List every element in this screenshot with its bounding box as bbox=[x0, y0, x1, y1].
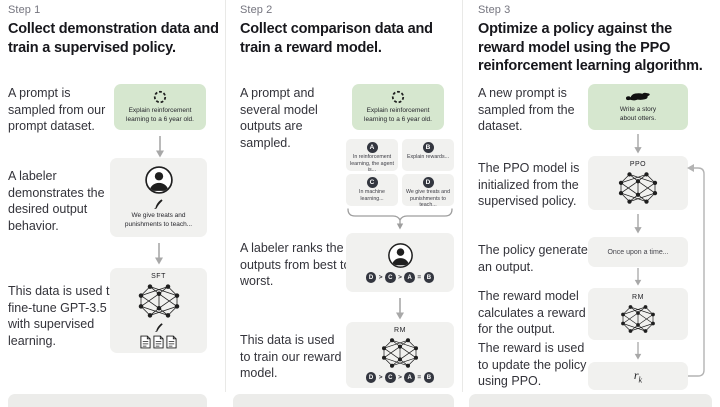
step2-heading: Collect comparison data and train a rewa… bbox=[240, 21, 433, 56]
step3-reward-card: rk bbox=[588, 362, 688, 390]
step2-rank-note: A labeler ranks the outputs from best to… bbox=[240, 241, 351, 288]
document-stack-icon bbox=[140, 335, 177, 349]
rank-separator: > bbox=[378, 274, 383, 281]
rm-label: RM bbox=[632, 294, 644, 301]
step2-prompt-card: Explain reinforcement learning to a 6 ye… bbox=[352, 84, 444, 130]
rank-separator: = bbox=[417, 374, 422, 381]
step1-label: Step 1 bbox=[8, 4, 41, 16]
column-divider-2 bbox=[462, 0, 463, 392]
step1-prompt-note: A prompt is sampled from our prompt data… bbox=[8, 86, 106, 133]
step3-prompt-note: A new prompt is sampled from the dataset… bbox=[478, 86, 575, 133]
labeler-icon bbox=[387, 242, 414, 269]
down-arrow-icon bbox=[633, 214, 643, 234]
rank-badge: D bbox=[365, 372, 377, 383]
output-caption: In machine learning... bbox=[359, 189, 385, 202]
output-letter-badge: A bbox=[366, 142, 378, 153]
otter-icon bbox=[625, 90, 651, 103]
step3-output-caption: Once upon a time... bbox=[607, 248, 669, 256]
document-icon bbox=[140, 335, 151, 349]
column3-bottom-card-edge bbox=[469, 394, 712, 407]
down-arrow-icon bbox=[154, 243, 164, 265]
rank-separator: = bbox=[417, 274, 422, 281]
output-letter-badge: D bbox=[422, 177, 434, 188]
step1-prompt-card: Explain reinforcement learning to a 6 ye… bbox=[114, 84, 206, 130]
step2-labeler-card: D > C > A = B bbox=[346, 233, 454, 292]
output-card-c: C In machine learning... bbox=[346, 174, 398, 206]
step2-rm-card: RM D > C > A = B bbox=[346, 322, 454, 388]
output-caption: In reinforcement learning, the agent is.… bbox=[350, 154, 394, 174]
step1-labeler-caption: We give treats and punishments to teach.… bbox=[124, 212, 193, 228]
neural-network-icon bbox=[136, 283, 182, 319]
step2-rm-note: This data is used to train our reward mo… bbox=[240, 333, 342, 380]
step1-heading: Collect demonstration data and train a s… bbox=[8, 21, 219, 56]
step2-label: Step 2 bbox=[240, 4, 273, 16]
down-arrow-icon bbox=[155, 136, 165, 158]
step3-prompt-card: Write a story about otters. bbox=[588, 84, 688, 130]
step1-sft-card: SFT bbox=[110, 268, 207, 353]
rank-separator: > bbox=[398, 374, 402, 381]
document-icon bbox=[166, 335, 177, 349]
rank-badge: A bbox=[404, 372, 415, 383]
step3-prompt-caption: Write a story about otters. bbox=[619, 106, 657, 122]
rank-separator: > bbox=[378, 374, 383, 381]
pen-icon bbox=[153, 198, 164, 209]
step2-prompt-caption: Explain reinforcement learning to a 6 ye… bbox=[364, 106, 432, 123]
down-arrow-icon bbox=[633, 268, 643, 286]
neural-network-icon bbox=[618, 304, 658, 334]
feedback-arrow-icon bbox=[687, 164, 705, 377]
output-card-b: B Explain rewards... bbox=[402, 139, 454, 171]
output-caption: We give treats and punishments to teach.… bbox=[405, 189, 451, 209]
down-arrow-icon bbox=[395, 298, 405, 320]
step1-sft-note: This data is used to fine-tune GPT-3.5 w… bbox=[8, 284, 117, 348]
sft-label: SFT bbox=[151, 272, 166, 280]
reward-value: rk bbox=[633, 367, 643, 385]
output-caption: Explain rewards... bbox=[406, 154, 450, 160]
step3-heading: Optimize a policy against the reward mod… bbox=[478, 21, 703, 75]
step1-labeler-card: We give treats and punishments to teach.… bbox=[110, 158, 207, 237]
rank-badge: C bbox=[385, 372, 396, 383]
column1-bottom-card-edge bbox=[8, 394, 207, 407]
column-divider-1 bbox=[225, 0, 226, 392]
rank-badge: B bbox=[423, 272, 435, 283]
curly-brace-icon bbox=[347, 208, 453, 230]
rank-badge: D bbox=[365, 272, 377, 283]
rank-badge: C bbox=[385, 272, 396, 283]
step3-output-note: The policy generates an output. bbox=[478, 243, 595, 274]
step3-rm-card: RM bbox=[588, 288, 688, 340]
rank-badge: B bbox=[423, 372, 435, 383]
step1-labeler-note: A labeler demonstrates the desired outpu… bbox=[8, 169, 105, 233]
ppo-label: PPO bbox=[629, 161, 647, 168]
step3-output-card: Once upon a time... bbox=[588, 237, 688, 267]
pen-icon bbox=[154, 322, 164, 332]
ranking-row: D > C > A = B bbox=[365, 272, 435, 283]
output-card-d: D We give treats and punishments to teac… bbox=[402, 174, 454, 209]
rank-badge: A bbox=[404, 272, 415, 283]
step3-rm-note: The reward model calculates a reward for… bbox=[478, 289, 586, 336]
down-arrow-icon bbox=[633, 342, 643, 360]
resample-icon bbox=[153, 90, 167, 104]
neural-network-icon bbox=[379, 337, 421, 369]
neural-network-icon bbox=[616, 171, 660, 205]
rank-separator: > bbox=[398, 274, 402, 281]
output-letter-badge: B bbox=[422, 142, 434, 153]
step3-reward-note: The reward is used to update the policy … bbox=[478, 341, 587, 388]
down-arrow-icon bbox=[633, 134, 643, 154]
step3-ppo-card: PPO bbox=[588, 156, 688, 210]
labeler-icon bbox=[144, 165, 174, 195]
step3-label: Step 3 bbox=[478, 4, 511, 16]
step3-ppo-note: The PPO model is initialized from the su… bbox=[478, 161, 580, 208]
column2-bottom-card-edge bbox=[233, 394, 454, 407]
document-icon bbox=[153, 335, 164, 349]
rm-label: RM bbox=[394, 327, 406, 335]
output-letter-badge: C bbox=[366, 177, 378, 188]
output-card-a: A In reinforcement learning, the agent i… bbox=[346, 139, 398, 174]
step1-prompt-caption: Explain reinforcement learning to a 6 ye… bbox=[126, 106, 194, 123]
resample-icon bbox=[391, 90, 405, 104]
ranking-row: D > C > A = B bbox=[365, 372, 435, 383]
step2-prompt-note: A prompt and several model outputs are s… bbox=[240, 86, 318, 150]
